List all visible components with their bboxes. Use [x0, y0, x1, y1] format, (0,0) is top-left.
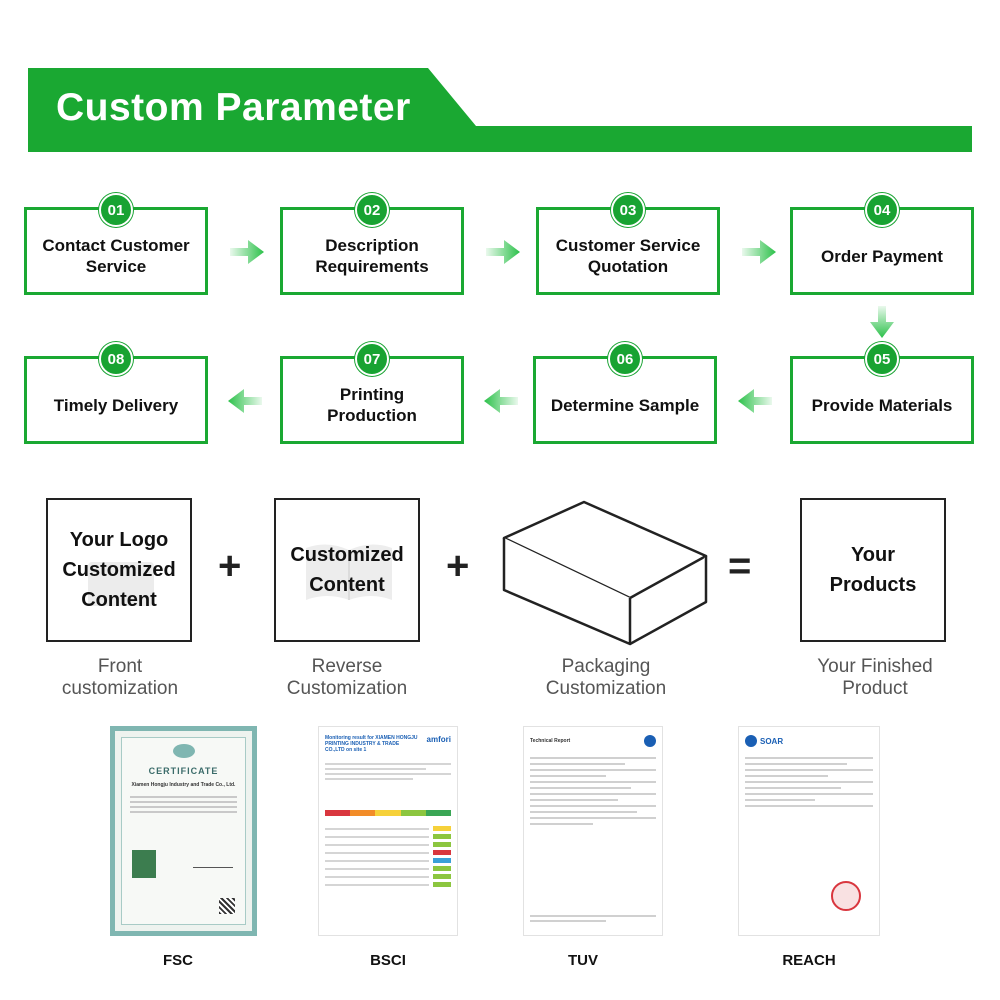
- banner-shape: [28, 68, 972, 152]
- soar-logo-icon: [745, 735, 757, 747]
- fsc-logo-icon: [132, 850, 156, 878]
- fsc-certificate-image: CERTIFICATE Xiamen Hongju Industry and T…: [110, 726, 257, 936]
- step-customer-service-quotation: 03 Customer Service Quotation: [536, 193, 720, 295]
- arrow-down-icon: [870, 306, 894, 338]
- bsci-report-heading: Monitoring result for XIAMEN HONGJU PRIN…: [325, 735, 418, 753]
- packaging-box-icon: [502, 500, 708, 646]
- finished-product-box: Your Products: [800, 498, 946, 642]
- step-order-payment: 04 Order Payment: [790, 193, 974, 295]
- cert-label-fsc: FSC: [163, 952, 193, 969]
- equals-sign: =: [728, 544, 752, 588]
- arrow-left-icon: [738, 389, 772, 413]
- step-label: Timely Delivery: [53, 395, 179, 415]
- step-number-badge: 02: [355, 193, 389, 227]
- reach-report-image: SOAR: [738, 726, 880, 936]
- cert-label-reach: REACH: [782, 952, 836, 969]
- signature-icon: [193, 858, 233, 868]
- rating-bar: [325, 810, 452, 816]
- step-description-requirements: 02 Description Requirements: [280, 193, 464, 295]
- step-label: Printing Production: [327, 385, 417, 425]
- bsci-report-image: Monitoring result for XIAMEN HONGJU PRIN…: [318, 726, 458, 936]
- plus-sign: +: [218, 544, 242, 588]
- step-provide-materials: 05 Provide Materials: [790, 342, 974, 444]
- reverse-box-text: Customized Content: [290, 544, 404, 596]
- step-label: Contact Customer Service: [42, 236, 190, 276]
- front-box-text: Your Logo Customized Content: [62, 529, 176, 611]
- cert-label-bsci: BSCI: [370, 952, 406, 969]
- step-printing-production: 07 Printing Production: [280, 342, 464, 444]
- arrow-right-icon: [486, 240, 520, 264]
- cert-label-tuv: TUV: [568, 952, 598, 969]
- card-watermark-icon: [88, 562, 154, 606]
- step-number-badge: 08: [99, 342, 133, 376]
- seal-icon: [172, 744, 195, 758]
- step-label: Customer Service Quotation: [555, 236, 701, 276]
- step-number-badge: 05: [865, 342, 899, 376]
- header-banner: Custom Parameter: [28, 68, 972, 152]
- step-contact-customer-service: 01 Contact Customer Service: [24, 193, 208, 295]
- step-number-badge: 03: [611, 193, 645, 227]
- step-number-badge: 07: [355, 342, 389, 376]
- step-number-badge: 04: [865, 193, 899, 227]
- tuv-report-image: Technical Report: [523, 726, 663, 936]
- bsci-brand: amfori: [426, 735, 451, 744]
- step-label: Provide Materials: [811, 395, 953, 415]
- step-determine-sample: 06 Determine Sample: [533, 342, 717, 444]
- plus-sign: +: [446, 544, 470, 588]
- step-number-badge: 06: [608, 342, 642, 376]
- arrow-right-icon: [742, 240, 776, 264]
- fsc-cert-company: Xiamen Hongju Industry and Trade Co., Lt…: [131, 782, 236, 788]
- finished-box-text: Your Products: [829, 544, 917, 596]
- step-label: Description Requirements: [315, 236, 429, 276]
- arrow-right-icon: [230, 240, 264, 264]
- front-customization-box: Your Logo Customized Content: [46, 498, 192, 642]
- step-number-badge: 01: [99, 193, 133, 227]
- fsc-cert-heading: CERTIFICATE: [148, 766, 219, 776]
- page-title: Custom Parameter: [56, 86, 411, 129]
- step-timely-delivery: 08 Timely Delivery: [24, 342, 208, 444]
- qr-code-icon: [219, 898, 235, 914]
- reverse-customization-box: Customized Content: [274, 498, 420, 642]
- tuv-logo-icon: [644, 735, 656, 747]
- step-label: Order Payment: [821, 246, 943, 266]
- arrow-left-icon: [228, 389, 262, 413]
- tuv-report-heading: Technical Report: [530, 738, 571, 744]
- arrow-left-icon: [484, 389, 518, 413]
- reach-report-heading: SOAR: [760, 736, 784, 746]
- book-watermark-icon: [306, 544, 392, 600]
- step-label: Determine Sample: [550, 395, 700, 415]
- red-stamp-icon: [831, 881, 861, 911]
